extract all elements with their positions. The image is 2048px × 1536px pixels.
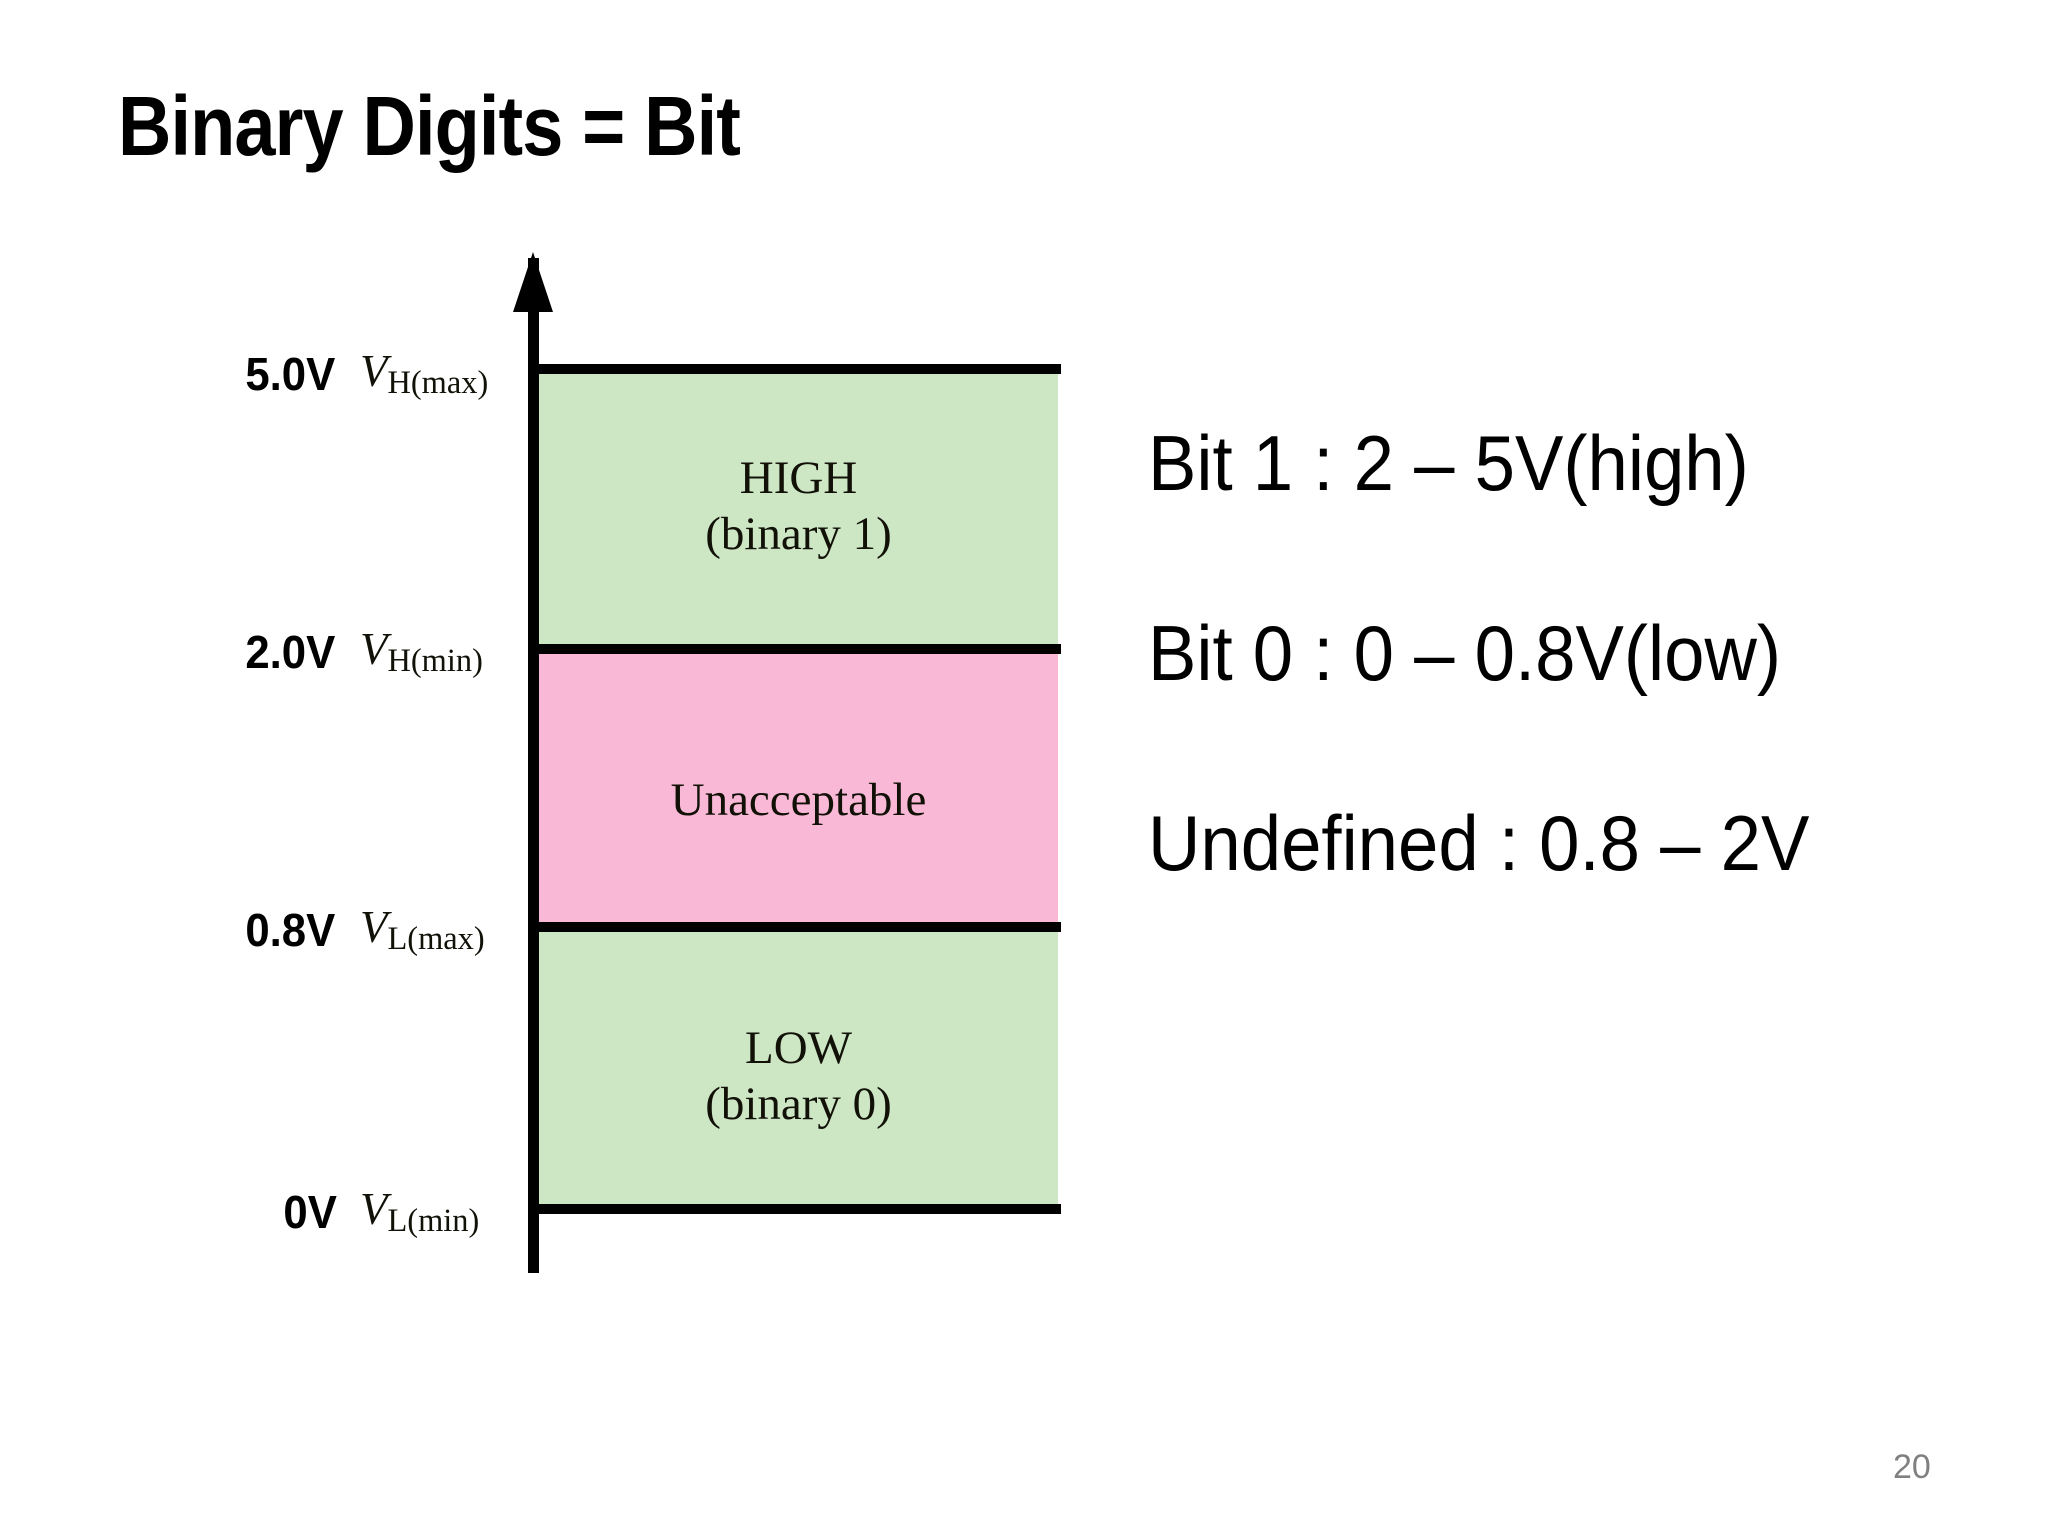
tick-0v-symbol: VL(min) [360,1183,510,1240]
page-title: Binary Digits = Bit [118,79,741,173]
bullet-item-bit0: Bit 0 : 0 – 0.8V(low) [1148,609,1781,697]
boundary-line-5v [533,364,1061,374]
tick-2v-symbol-base: V [360,624,388,675]
band-unacceptable-fill [539,654,1058,924]
tick-0-8v-symbol-sub: L(max) [387,921,485,958]
tick-0v-symbol-sub: L(min) [387,1203,480,1240]
band-label-low-line2: (binary 0) [705,1078,892,1130]
page-number: 20 [1893,1448,1931,1486]
band-label-high-line1: HIGH [739,452,858,504]
tick-5v-voltage: 5.0V [245,348,336,400]
tick-0v-voltage: 0V [283,1186,337,1238]
tick-5v-symbol-sub: H(max) [387,365,489,402]
boundary-line-2v [533,644,1061,654]
tick-0-8v-symbol-base: V [360,902,388,953]
tick-2v-symbol-sub: H(min) [387,643,483,680]
bullet-item-bit1: Bit 1 : 2 – 5V(high) [1148,419,1749,507]
tick-0v-symbol-base: V [360,1184,388,1235]
boundary-line-0v [533,1204,1061,1214]
tick-5v-symbol-base: V [360,346,388,397]
boundary-line-0-8v [533,922,1061,932]
band-label-high: HIGH (binary 1) [539,450,1058,562]
tick-2v-voltage: 2.0V [245,626,336,678]
tick-0-8v-voltage: 0.8V [245,904,336,956]
tick-5v-symbol: VH(max) [360,345,510,402]
band-label-low: LOW (binary 0) [539,1020,1058,1132]
band-label-unacceptable-line1: Unacceptable [670,774,927,826]
band-label-low-line1: LOW [744,1022,852,1074]
tick-0-8v-symbol: VL(max) [360,901,510,958]
band-label-unacceptable: Unacceptable [539,772,1058,828]
voltage-level-diagram: HIGH (binary 1) Unacceptable LOW (binary… [0,0,1100,1350]
tick-2v-symbol: VH(min) [360,623,510,680]
bullet-item-undefined: Undefined : 0.8 – 2V [1148,799,1810,887]
bullet-list: Bit 1 : 2 – 5V(high) Bit 0 : 0 – 0.8V(lo… [1148,420,2028,886]
band-high-fill [539,374,1058,646]
voltage-axis-line [528,258,539,1273]
band-label-high-line2: (binary 1) [705,508,892,560]
band-low-fill [539,932,1058,1206]
